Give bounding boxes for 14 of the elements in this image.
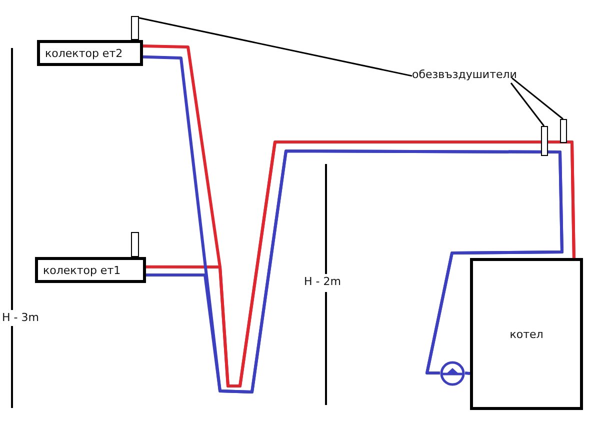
air-vent xyxy=(541,126,548,156)
leader-line xyxy=(510,82,545,126)
node-label: котел xyxy=(510,328,544,340)
air-vent xyxy=(131,16,139,40)
node-label: колектор ет2 xyxy=(45,46,123,60)
node-label: колектор ет1 xyxy=(43,264,121,276)
pipe xyxy=(464,372,470,376)
boiler-box xyxy=(470,258,583,410)
leader-line xyxy=(512,77,564,120)
manifold-box xyxy=(37,40,143,66)
air-vent xyxy=(560,119,567,143)
manifold-box xyxy=(35,257,146,283)
leader-line xyxy=(138,17,412,77)
air-vent xyxy=(131,232,139,257)
